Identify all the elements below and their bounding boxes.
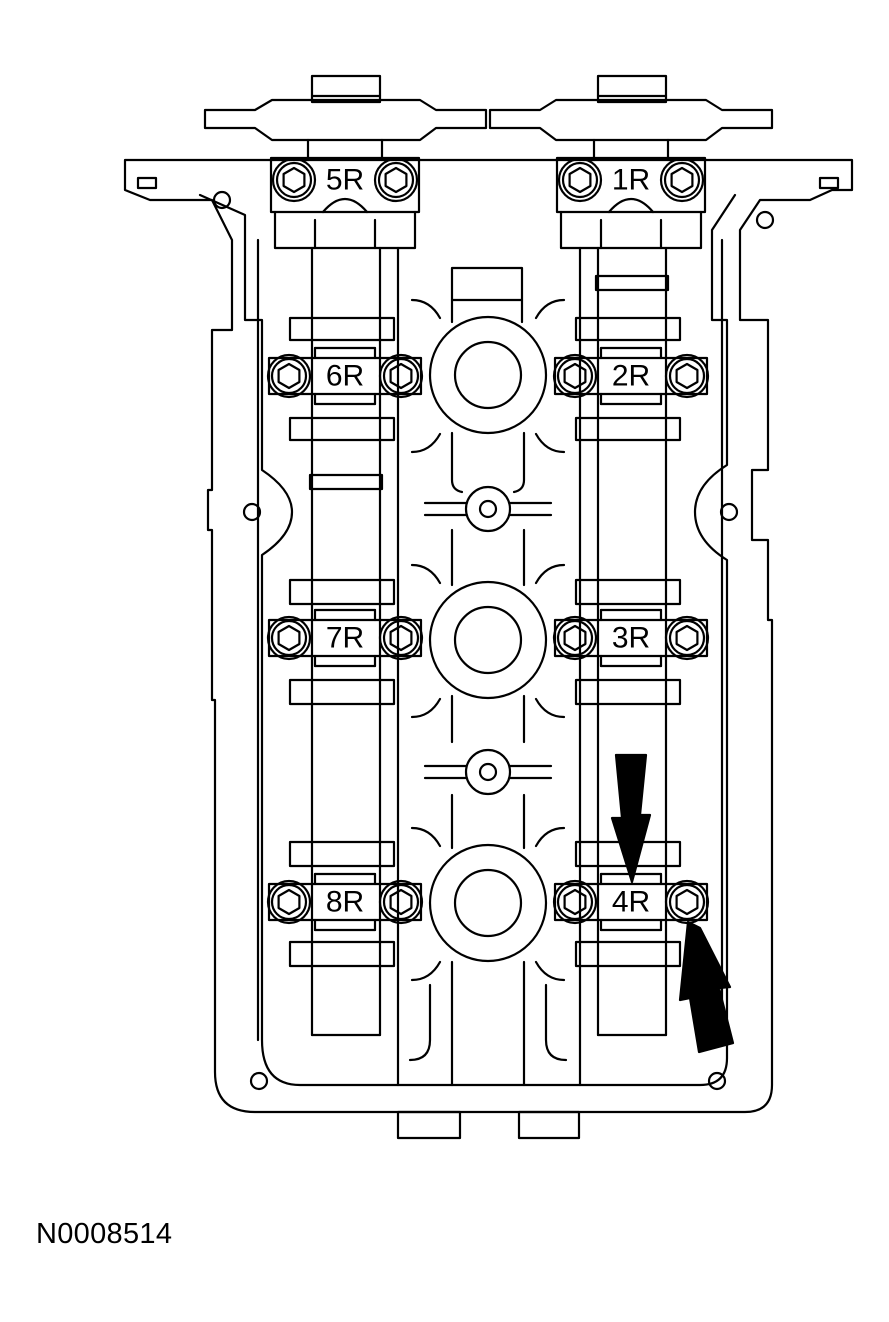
bearing-caps: 5R 6R 7R 8R 1R 2R 3R 4R <box>266 156 710 932</box>
bearing-cap-2r: 2R <box>552 346 710 406</box>
bearing-cap-label: 7R <box>326 622 364 655</box>
cam-lobes <box>288 316 682 968</box>
bolt-head-icon <box>664 353 710 399</box>
bolt-head-icon <box>659 157 705 203</box>
bearing-cap-label: 1R <box>612 164 650 197</box>
bearing-cap-label: 8R <box>326 886 364 919</box>
bearing-cap-label: 4R <box>612 886 650 919</box>
bolt-head-icon <box>664 879 710 925</box>
bolt-head-icon <box>552 353 598 399</box>
bearing-cap-5r: 5R <box>269 156 421 250</box>
bolt-head-icon <box>378 353 424 399</box>
bearing-cap-3r: 3R <box>552 608 710 668</box>
bolt-head-icon <box>373 157 419 203</box>
bearing-cap-1r: 1R <box>555 156 707 250</box>
bearing-cap-label: 3R <box>612 622 650 655</box>
bolt-head-icon <box>266 879 312 925</box>
exhaust-sprocket <box>203 74 488 162</box>
intake-sprocket <box>488 74 774 162</box>
bearing-cap-7r: 7R <box>266 608 424 668</box>
bearing-cap-label: 6R <box>326 360 364 393</box>
bolt-head-icon <box>266 353 312 399</box>
bolt-head-icon <box>552 615 598 661</box>
cylinder-head-outline <box>123 158 854 1140</box>
bolt-head-icon <box>271 157 317 203</box>
bearing-cap-6r: 6R <box>266 346 424 406</box>
bolt-head-icon <box>266 615 312 661</box>
bearing-cap-label: 2R <box>612 360 650 393</box>
figure-reference-code: N0008514 <box>36 1218 173 1250</box>
center-casting <box>408 266 568 1087</box>
bearing-cap-4r: 4R <box>552 872 710 932</box>
bearing-cap-label: 5R <box>326 164 364 197</box>
bolt-head-icon <box>378 879 424 925</box>
bolt-head-icon <box>557 157 603 203</box>
bolt-head-icon <box>378 615 424 661</box>
bearing-cap-8r: 8R <box>266 872 424 932</box>
indicator-arrows <box>610 753 735 1054</box>
down-arrow-icon <box>610 753 652 884</box>
bolt-head-icon <box>552 879 598 925</box>
bolt-head-icon <box>664 615 710 661</box>
up-arrow-icon <box>678 920 735 1054</box>
